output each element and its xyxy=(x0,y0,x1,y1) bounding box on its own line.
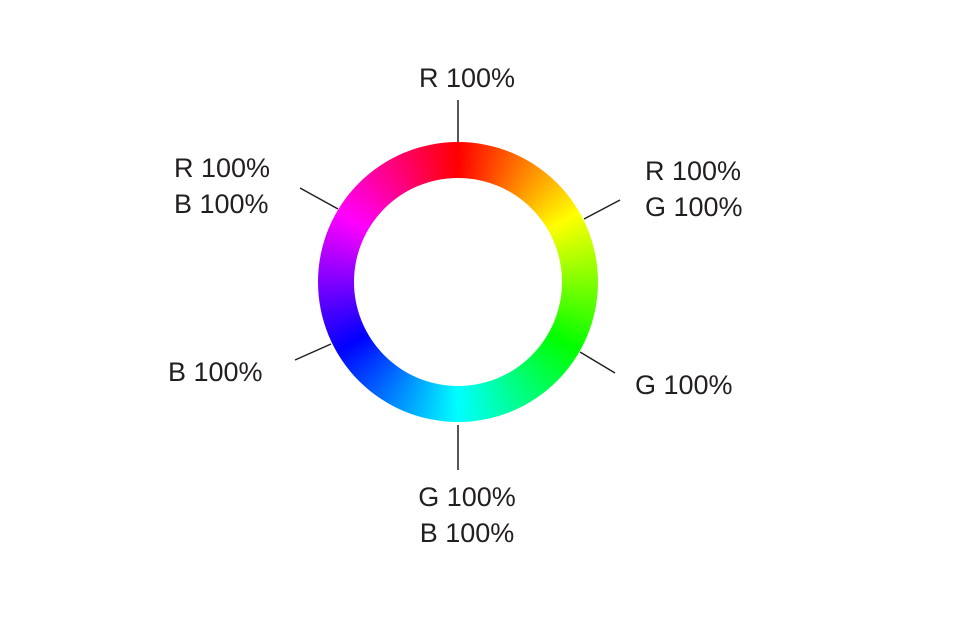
label-upper-left: R 100% B 100% xyxy=(174,150,270,222)
label-red: R 100% xyxy=(418,63,516,93)
label-bottom: G 100% B 100% xyxy=(387,479,547,551)
label-lower-right: G 100% xyxy=(635,367,733,403)
label-green: G 100% xyxy=(645,192,743,222)
label-green: G 100% xyxy=(418,482,516,512)
label-green: G 100% xyxy=(635,370,733,400)
label-red: R 100% xyxy=(174,153,271,183)
label-blue: B 100% xyxy=(174,189,269,219)
leader-line-lower-right xyxy=(579,351,616,374)
leader-line-upper-left xyxy=(299,187,339,210)
leader-line-upper-right xyxy=(583,199,621,220)
leader-line-lower-left xyxy=(294,343,332,361)
label-blue: B 100% xyxy=(168,357,263,387)
label-top: R 100% xyxy=(387,60,547,96)
label-upper-right: R 100% G 100% xyxy=(645,153,743,225)
label-blue: B 100% xyxy=(419,518,515,548)
label-red: R 100% xyxy=(645,156,742,186)
label-lower-left: B 100% xyxy=(168,354,263,390)
ring-center xyxy=(354,178,562,386)
color-wheel-ring xyxy=(318,142,598,422)
